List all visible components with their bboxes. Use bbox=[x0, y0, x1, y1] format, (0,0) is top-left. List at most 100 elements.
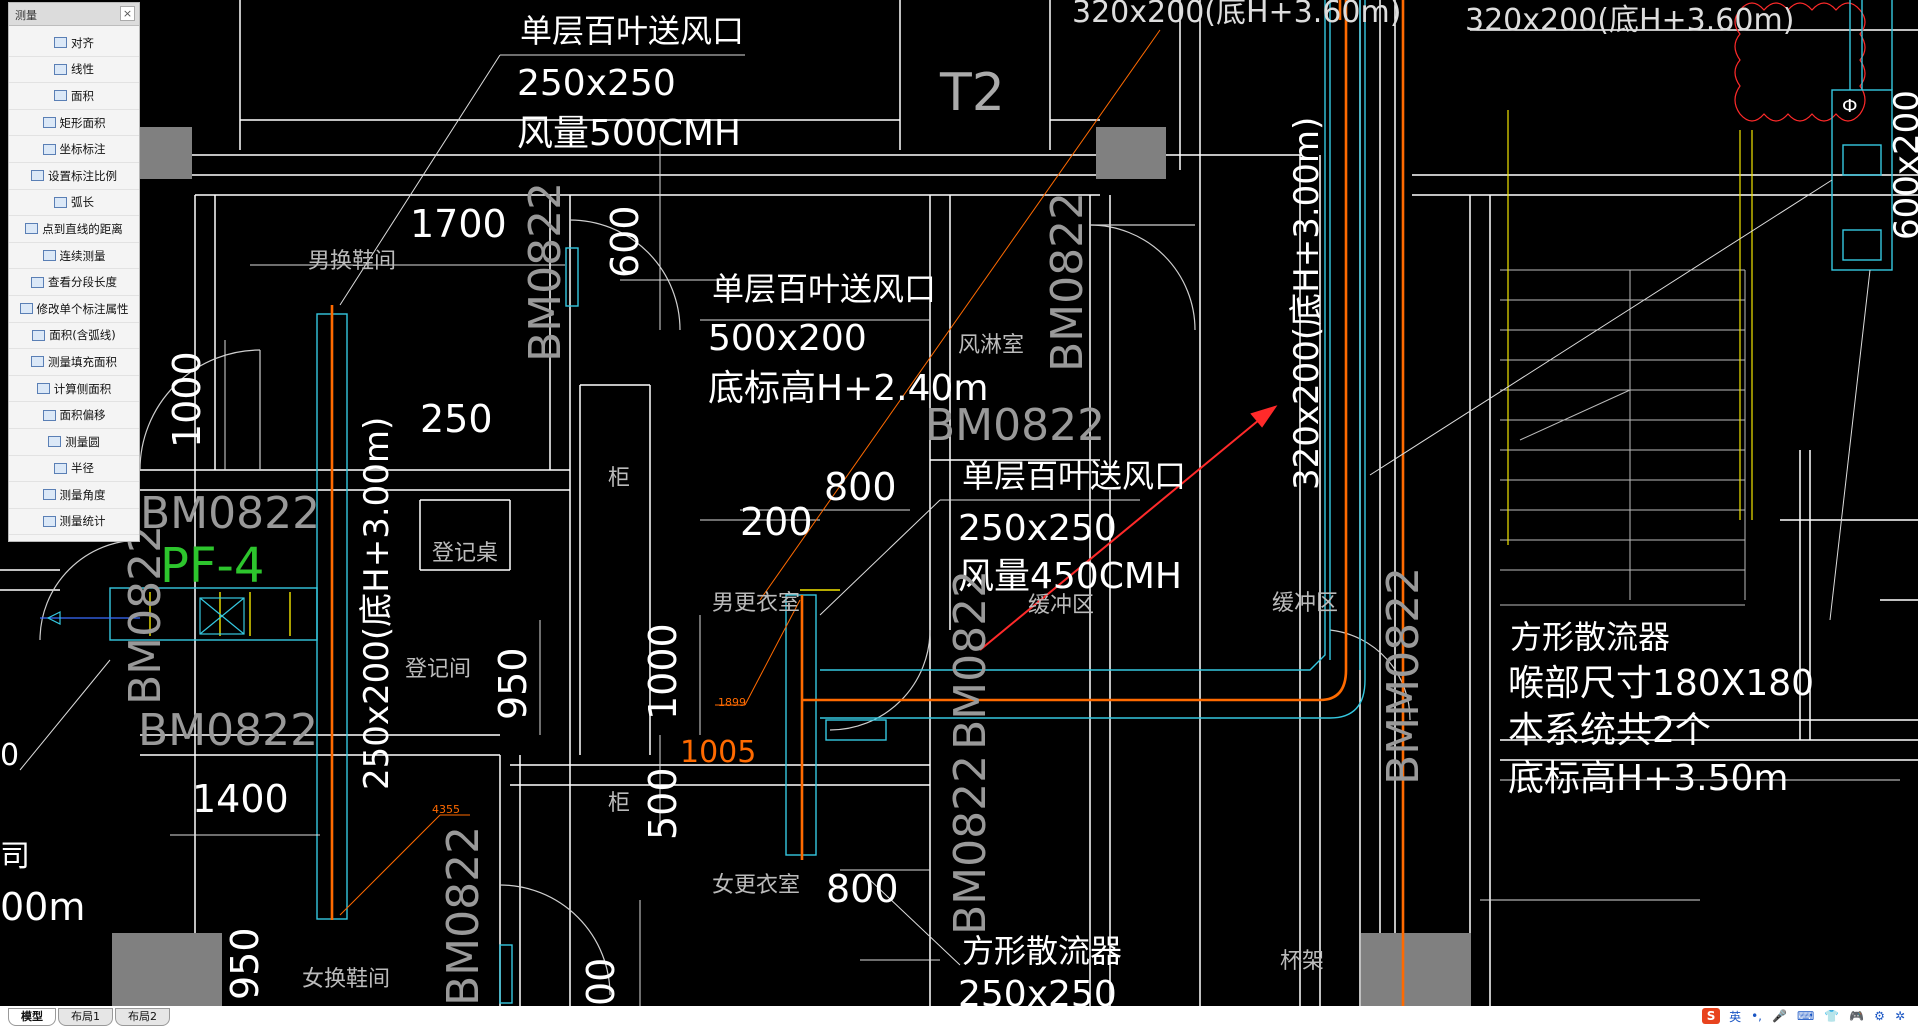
revision-cloud bbox=[1734, 2, 1866, 122]
ime-logo-icon[interactable]: S bbox=[1702, 1008, 1721, 1024]
continuous-measure-icon bbox=[42, 250, 56, 262]
tool-linear[interactable]: 线性 bbox=[9, 57, 139, 84]
edit-dim-icon bbox=[19, 303, 33, 315]
tool-label: 弧长 bbox=[71, 195, 94, 210]
hatch-area-icon bbox=[31, 356, 44, 368]
layout-tabs: 模型 布局1 布局2 bbox=[8, 1008, 172, 1026]
microphone-icon[interactable]: 🎤 bbox=[1771, 1009, 1787, 1023]
tool-arc-area[interactable]: 面积(含弧线) bbox=[9, 323, 139, 350]
circle-icon bbox=[48, 436, 62, 448]
dim-1005: 1005 bbox=[680, 735, 756, 770]
more-icon[interactable]: ✲ bbox=[1894, 1009, 1905, 1023]
keyboard-icon[interactable]: ⌨ bbox=[1796, 1009, 1815, 1023]
room-men-shoe: 男换鞋间 bbox=[308, 249, 396, 274]
tool-label: 半径 bbox=[71, 461, 94, 476]
tool-label: 测量统计 bbox=[59, 514, 106, 529]
dim-4355: 4355 bbox=[432, 803, 460, 816]
tool-area-offset[interactable]: 面积偏移 bbox=[9, 402, 139, 429]
diffuser1-title: 方形散流器 bbox=[1510, 618, 1670, 656]
tool-label: 面积偏移 bbox=[59, 408, 106, 423]
room-cup-rack: 杯架 bbox=[1280, 949, 1324, 974]
door-tag-5: BM0822 bbox=[1042, 192, 1093, 372]
tool-coordinate[interactable]: 坐标标注 bbox=[9, 136, 139, 163]
columns bbox=[112, 127, 1471, 1006]
punctuation-icon[interactable]: •, bbox=[1751, 1009, 1762, 1023]
door-tag-10: BM0822 bbox=[120, 525, 171, 705]
diffuser2-title: 方形散流器 bbox=[962, 932, 1122, 970]
tool-continuous[interactable]: 连续测量 bbox=[9, 243, 139, 270]
tab-model[interactable]: 模型 bbox=[8, 1008, 56, 1026]
tool-point-line-distance[interactable]: 点到直线的距离 bbox=[9, 216, 139, 243]
vent1-title: 单层百叶送风口 bbox=[520, 12, 744, 50]
door-tag-4: BM0822 bbox=[520, 182, 571, 362]
segment-length-icon bbox=[31, 276, 44, 288]
dim-200: 200 bbox=[740, 500, 813, 544]
tool-segment-length[interactable]: 查看分段长度 bbox=[9, 269, 139, 296]
tool-hatch-area[interactable]: 测量填充面积 bbox=[9, 349, 139, 376]
vent1-flow: 风量500CMH bbox=[517, 113, 741, 154]
door-tag-9: BMM0822 bbox=[1378, 567, 1429, 785]
diffuser1-count: 本系统共2个 bbox=[1508, 710, 1711, 751]
tool-label: 计算侧面积 bbox=[53, 381, 112, 396]
door-tag-6: BM0822 bbox=[945, 570, 996, 750]
room-buffer-2: 缓冲区 bbox=[1272, 591, 1338, 616]
vent2-size: 500x200 bbox=[708, 318, 867, 359]
dim-1700: 1700 bbox=[410, 202, 507, 246]
dim-500: 500 bbox=[641, 767, 685, 840]
dim-00: 00 bbox=[579, 958, 623, 1006]
ime-lang-toggle[interactable]: 英 bbox=[1729, 1009, 1742, 1024]
tool-statistics[interactable]: 测量统计 bbox=[9, 509, 139, 536]
diffuser1-throat: 喉部尺寸180X180 bbox=[1508, 663, 1814, 704]
tab-layout2[interactable]: 布局2 bbox=[115, 1008, 170, 1026]
tool-radius[interactable]: 半径 bbox=[9, 456, 139, 483]
tool-angle[interactable]: 测量角度 bbox=[9, 482, 139, 509]
arc-length-icon bbox=[54, 196, 67, 208]
tool-side-area[interactable]: 计算侧面积 bbox=[9, 376, 139, 403]
door-tag-2: BM0822 bbox=[138, 705, 318, 756]
tool-label: 测量圆 bbox=[65, 434, 100, 449]
duct-label-v1: 250x200(底H+3.00m) bbox=[357, 417, 397, 790]
tab-layout1[interactable]: 布局1 bbox=[58, 1008, 113, 1026]
tool-circle[interactable]: 测量圆 bbox=[9, 429, 139, 456]
stair-yellow bbox=[1507, 110, 1753, 545]
room-reg-desk: 登记桌 bbox=[432, 541, 498, 566]
coordinate-icon bbox=[42, 143, 56, 155]
tool-label: 测量填充面积 bbox=[48, 354, 117, 369]
vent1-size: 250x250 bbox=[517, 63, 676, 104]
settings-icon[interactable]: ⚙ bbox=[1874, 1009, 1885, 1023]
tool-list: 对齐 线性 面积 矩形面积 坐标标注 设置标注比例 弧长 点到直线的距离 连续测… bbox=[9, 26, 139, 536]
tool-set-scale[interactable]: 设置标注比例 bbox=[9, 163, 139, 190]
tool-label: 设置标注比例 bbox=[48, 168, 117, 183]
panel-header: 测量 × bbox=[9, 3, 139, 26]
area-offset-icon bbox=[42, 409, 56, 421]
tool-aligned[interactable]: 对齐 bbox=[9, 30, 139, 57]
linear-dim-icon bbox=[54, 63, 67, 75]
room-women-shoe: 女换鞋间 bbox=[302, 967, 390, 992]
dim-1000b: 1000 bbox=[641, 623, 685, 720]
skin-icon[interactable]: 👕 bbox=[1824, 1009, 1840, 1023]
tool-arc-length[interactable]: 弧长 bbox=[9, 190, 139, 217]
tool-area[interactable]: 面积 bbox=[9, 83, 139, 110]
ime-toolbar: S 英 •, 🎤 ⌨ 👕 🎮 ⚙ ✲ bbox=[1702, 1006, 1910, 1026]
diffuser1-elev: 底标高H+3.50m bbox=[1508, 758, 1788, 799]
door-tag-1: BM0822 bbox=[140, 488, 320, 539]
diffuser2-size: 250x250 bbox=[958, 974, 1117, 1006]
red-arrow bbox=[979, 405, 1278, 651]
close-icon[interactable]: × bbox=[120, 6, 135, 21]
tool-rect-area[interactable]: 矩形面积 bbox=[9, 110, 139, 137]
door-arcs bbox=[39, 219, 1411, 996]
partial-right-2: Ф bbox=[1842, 96, 1858, 117]
bottom-bar: 模型 布局1 布局2 S 英 •, 🎤 ⌨ 👕 🎮 ⚙ ✲ bbox=[0, 1006, 1918, 1026]
tool-label: 对齐 bbox=[71, 35, 94, 50]
game-icon[interactable]: 🎮 bbox=[1849, 1009, 1865, 1023]
partial-left-2: 00m bbox=[0, 885, 85, 929]
room-registration: 登记间 bbox=[405, 657, 471, 682]
tool-label: 线性 bbox=[71, 62, 94, 77]
angle-icon bbox=[42, 489, 56, 501]
room-women-locker: 女更衣室 bbox=[712, 873, 800, 898]
aligned-dim-icon bbox=[54, 37, 67, 49]
top-duct-label-2: 320x200(底H+3.60m) bbox=[1465, 3, 1794, 38]
tool-edit-dim[interactable]: 修改单个标注属性 bbox=[9, 296, 139, 323]
